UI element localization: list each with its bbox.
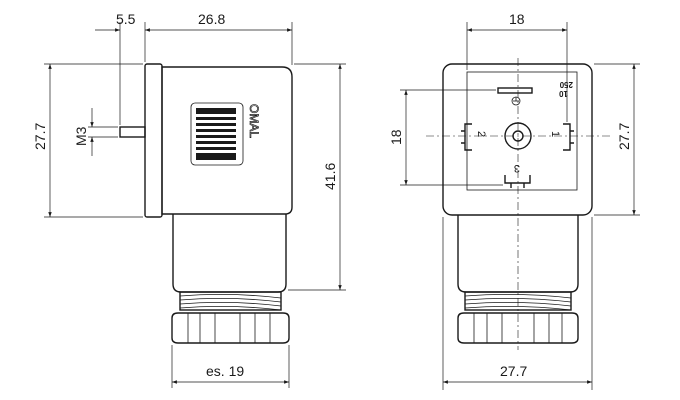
dim-front-top-label: 18 bbox=[509, 11, 525, 27]
pin-3-label: 3 bbox=[514, 162, 520, 174]
contact-3 bbox=[504, 175, 531, 188]
rating-250: 250 bbox=[559, 80, 573, 89]
ground-symbol-icon bbox=[511, 96, 521, 106]
dim-body-width-label: 26.8 bbox=[198, 11, 225, 27]
side-view: OMAL 5.5 26.8 27.7 M3 41.6 es. 19 bbox=[32, 11, 346, 388]
omal-logo: OMAL bbox=[190, 102, 261, 166]
pin-2-label: 2 bbox=[475, 131, 487, 137]
front-nut bbox=[457, 312, 579, 344]
contact-top bbox=[497, 87, 533, 94]
side-cable-body bbox=[172, 214, 287, 293]
center-pin-inner bbox=[512, 130, 524, 142]
dim-front-bottom-label: 27.7 bbox=[500, 363, 527, 379]
front-view: 2 1 3 250 10 18 18 27.7 27.7 bbox=[388, 11, 640, 390]
pin-1-label: 1 bbox=[549, 131, 561, 137]
rating-10: 10 bbox=[559, 89, 568, 98]
dim-pin-offset-label: 5.5 bbox=[116, 11, 136, 27]
contact-2 bbox=[461, 123, 472, 151]
side-housing bbox=[161, 66, 293, 215]
dim-front-right-label: 27.7 bbox=[616, 123, 632, 150]
side-flange-plate bbox=[144, 63, 163, 218]
logo-text: OMAL bbox=[247, 104, 261, 138]
side-pin bbox=[119, 126, 146, 138]
contact-1 bbox=[563, 123, 574, 151]
center-pin-outer bbox=[504, 122, 532, 150]
side-thread bbox=[179, 291, 282, 311]
side-nut bbox=[171, 312, 290, 344]
dim-total-height-label: 41.6 bbox=[322, 163, 338, 190]
front-face-outer bbox=[442, 63, 593, 216]
dim-height-upper-label: 27.7 bbox=[32, 123, 48, 150]
dim-front-left-label: 18 bbox=[388, 129, 404, 145]
dim-nut-label: es. 19 bbox=[206, 363, 244, 379]
front-face-inner bbox=[466, 71, 578, 191]
dim-thread-label: M3 bbox=[73, 126, 89, 146]
